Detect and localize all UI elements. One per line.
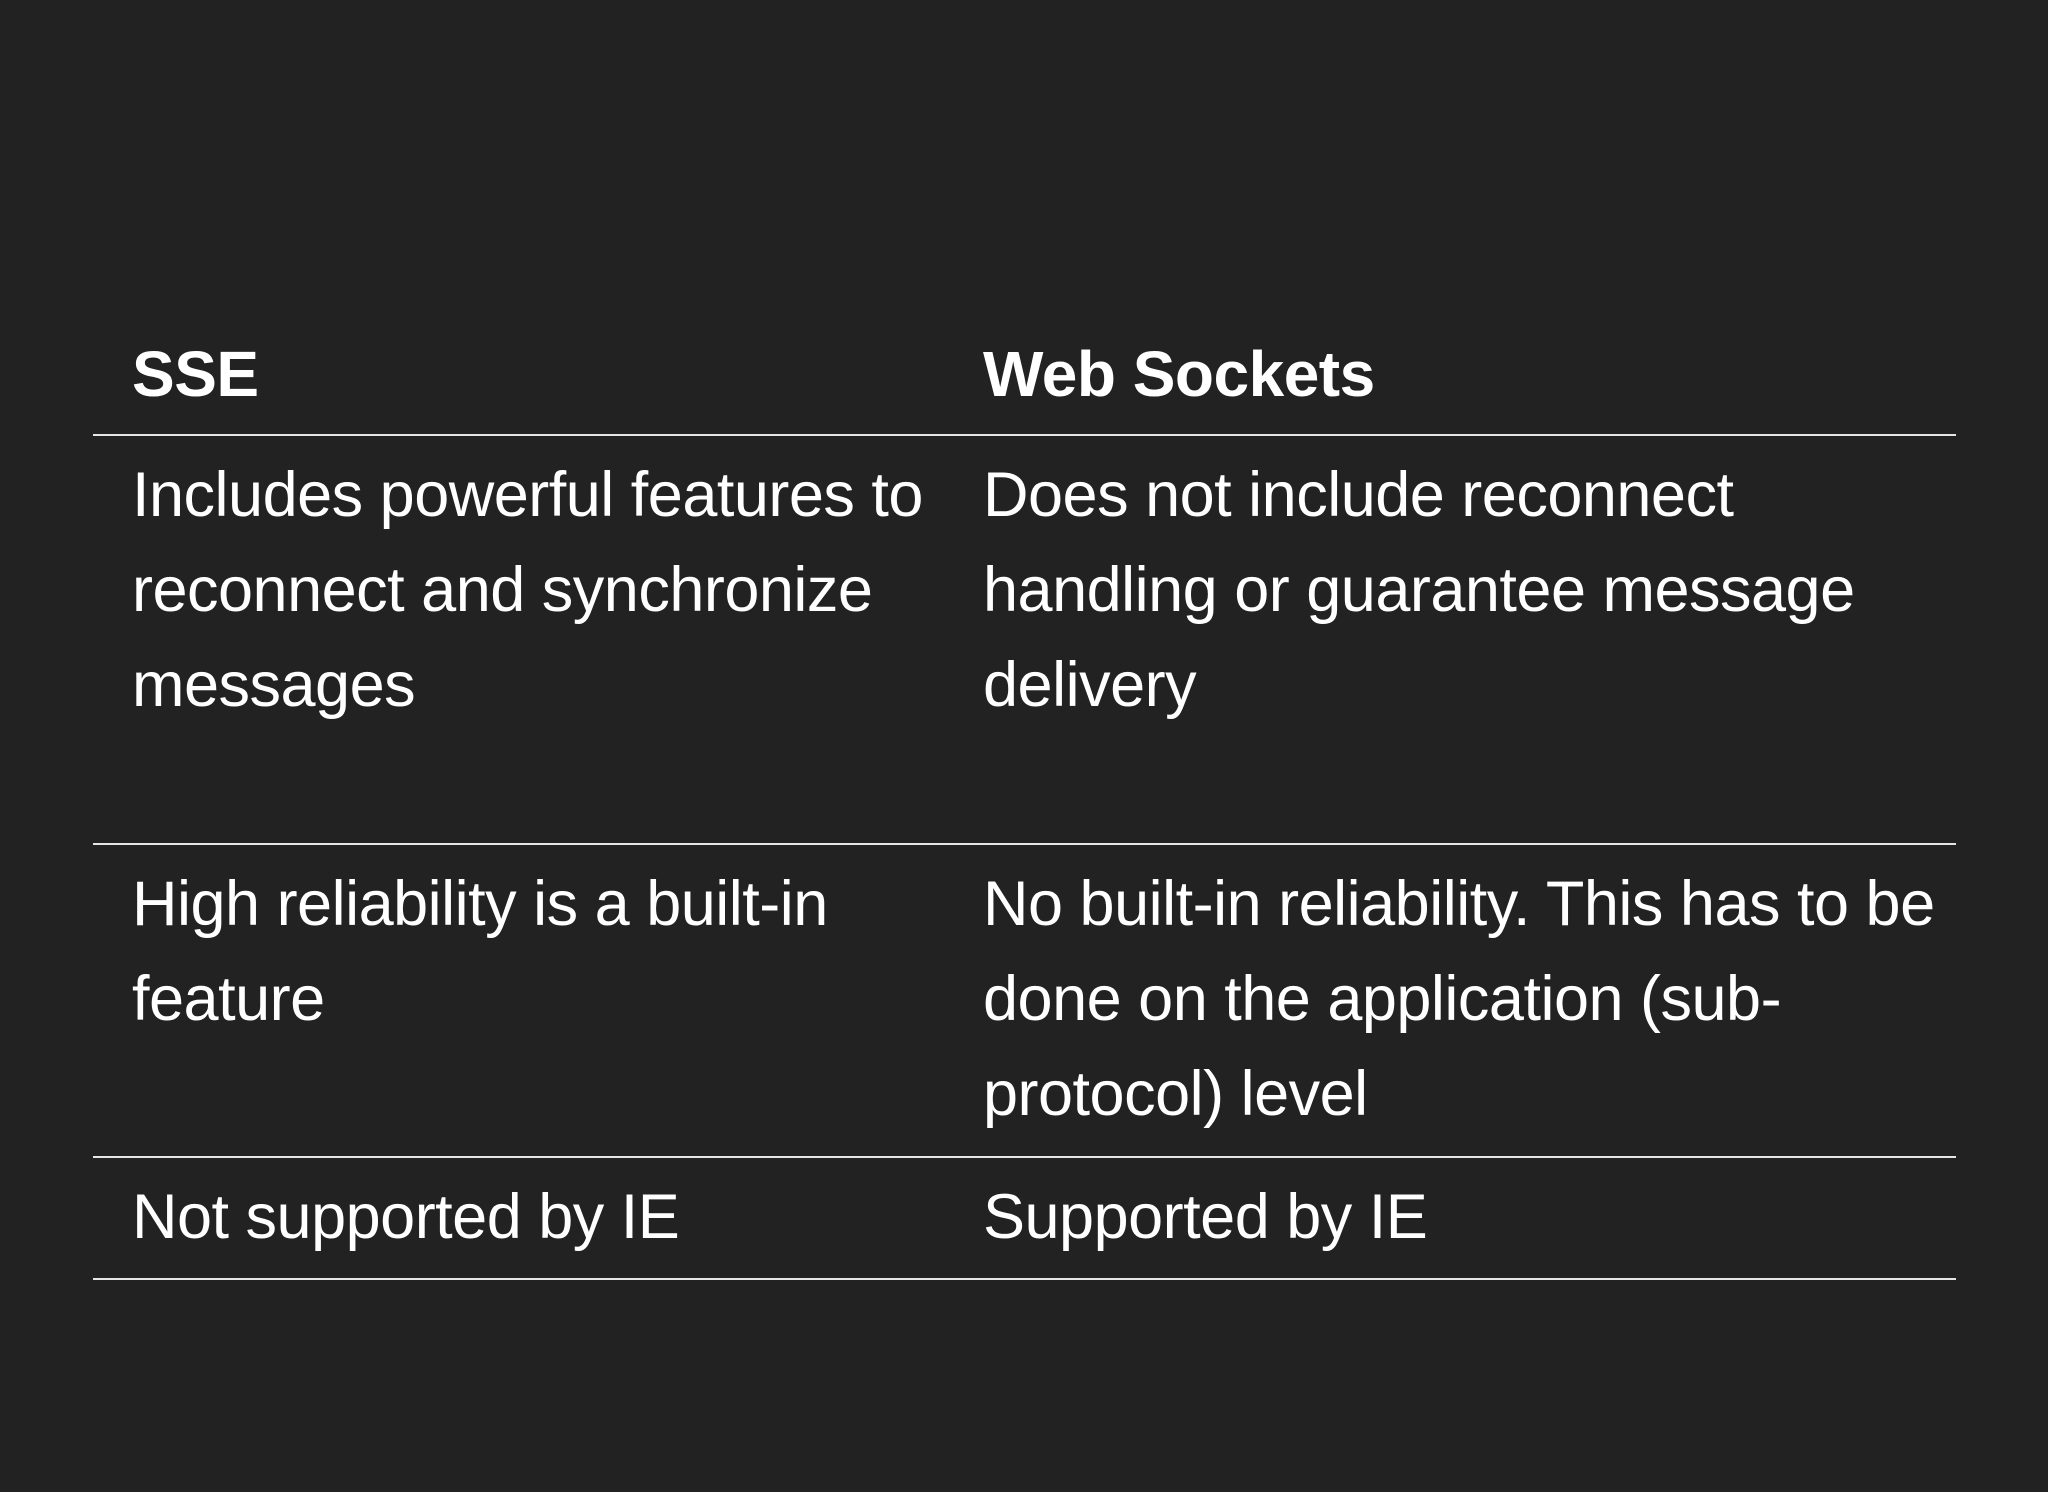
column-header-sse: SSE: [132, 338, 259, 410]
table-header-row: SSE Web Sockets: [93, 323, 1956, 436]
table-cell-sse: Not supported by IE: [132, 1182, 680, 1252]
table-cell-web-sockets: No built-in reliability. This has to be …: [983, 869, 1935, 1129]
table-cell-sse: High reliability is a built-in feature: [132, 869, 828, 1034]
table-row: High reliability is a built-in feature N…: [93, 845, 1956, 1158]
table-row: Includes powerful features to reconnect …: [93, 436, 1956, 845]
table-row: Not supported by IE Supported by IE: [93, 1158, 1956, 1280]
table-cell-web-sockets: Does not include reconnect handling or g…: [983, 460, 1855, 720]
column-header-web-sockets: Web Sockets: [983, 338, 1375, 410]
table-cell-sse: Includes powerful features to reconnect …: [132, 460, 923, 720]
table-cell-web-sockets: Supported by IE: [983, 1182, 1428, 1252]
